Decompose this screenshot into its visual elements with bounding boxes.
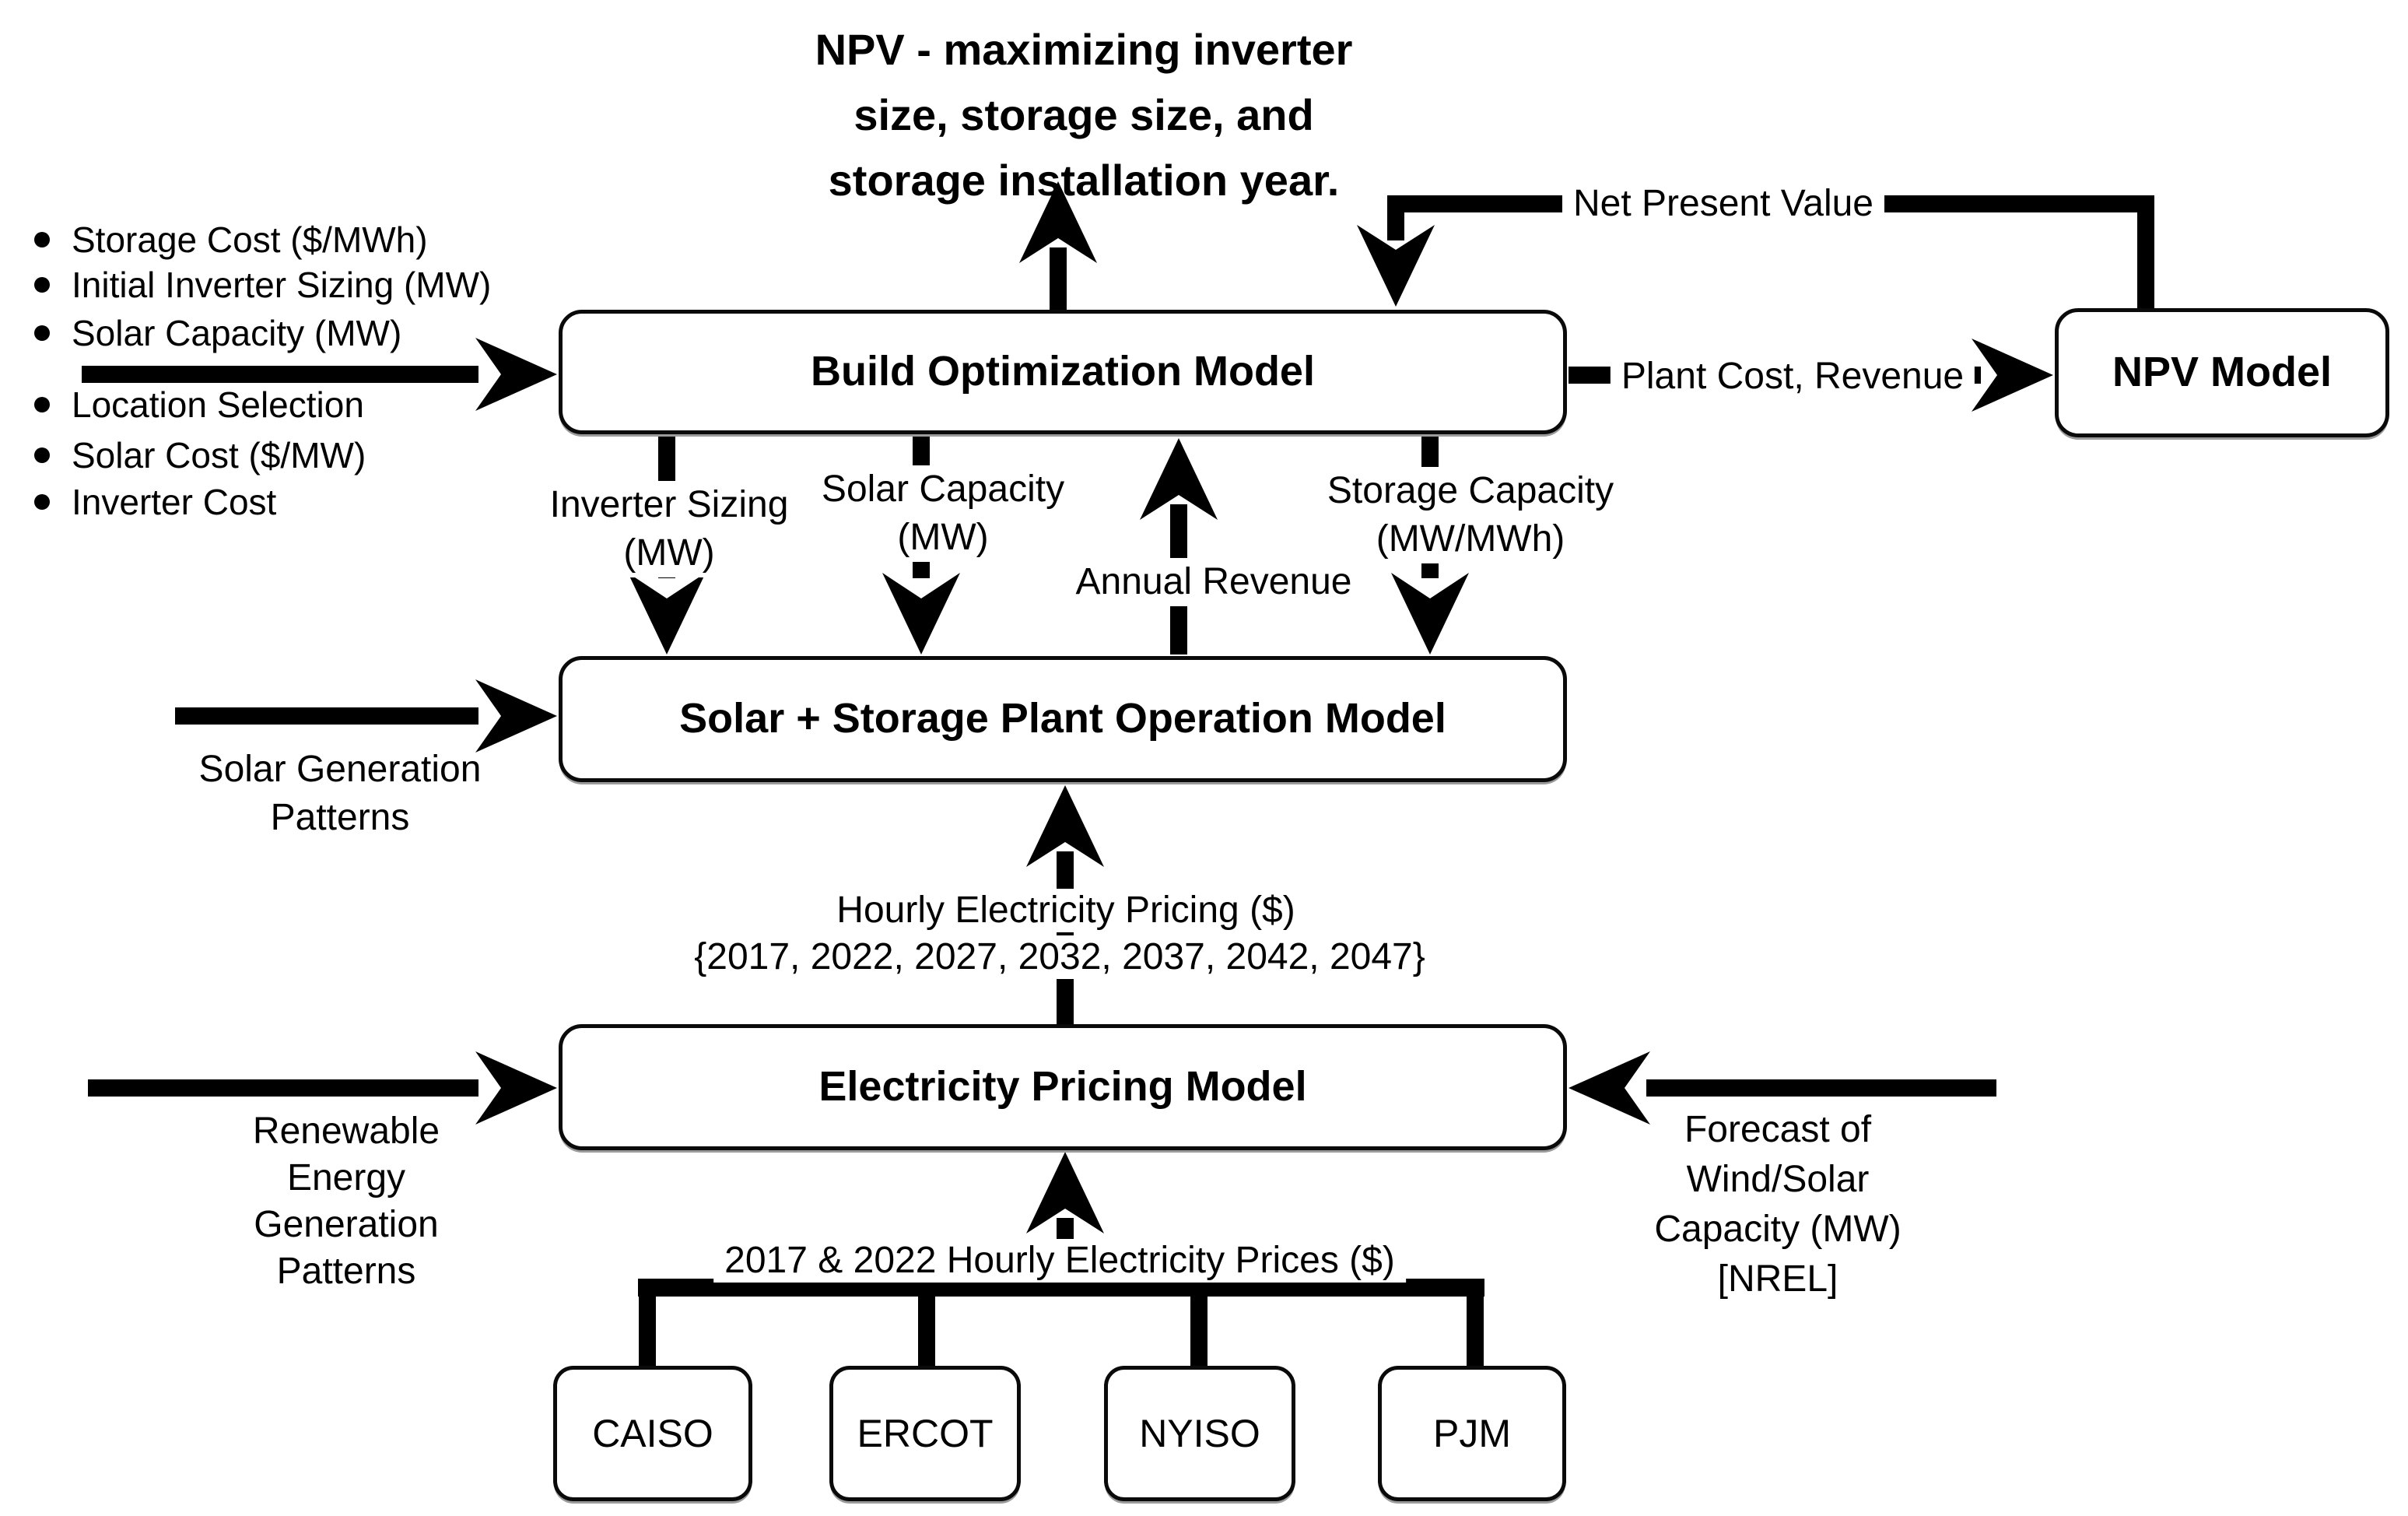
edge-label-renewable-patterns: Renewable Energy Generation Patterns bbox=[252, 1111, 440, 1292]
edge-label-solar-generation: Solar Generation Patterns bbox=[198, 749, 482, 838]
node-electricity-pricing-model: Electricity Pricing Model bbox=[559, 1024, 1567, 1150]
edge-label-forecast-nrel: Forecast of Wind/Solar Capacity (MW) [NR… bbox=[1654, 1109, 1902, 1300]
edge-label-hourly-pricing: Hourly Electricity Pricing ($) bbox=[825, 889, 1306, 932]
edge-label-plant-cost-revenue: Plant Cost, Revenue bbox=[1610, 355, 1975, 398]
node-iso-nyiso: NYISO bbox=[1104, 1366, 1295, 1501]
input-bullet-solar-capacity: Solar Capacity (MW) bbox=[34, 310, 401, 356]
bullet-label: Initial Inverter Sizing (MW) bbox=[72, 265, 492, 305]
nyiso-label: NYISO bbox=[1139, 1412, 1260, 1455]
edge-label-inverter-sizing: Inverter Sizing (MW) bbox=[538, 481, 800, 577]
edge-label-pricing-years: {2017, 2022, 2027, 2032, 2037, 2042, 204… bbox=[683, 935, 1436, 979]
arrow-forecast-to-pricing-icon bbox=[1569, 1051, 1996, 1125]
edge-label-storage-capacity: Storage Capacity (MW/MWh) bbox=[1316, 467, 1625, 563]
pricing-model-title: Electricity Pricing Model bbox=[818, 1063, 1307, 1111]
bullet-icon bbox=[34, 277, 50, 293]
arrow-up-build-to-objective-icon bbox=[1019, 181, 1097, 311]
bullet-label: Solar Capacity (MW) bbox=[72, 313, 402, 353]
input-bullet-inverter-cost: Inverter Cost bbox=[34, 479, 276, 525]
bullet-icon bbox=[34, 447, 50, 463]
node-plant-operation-model: Solar + Storage Plant Operation Model bbox=[559, 656, 1567, 782]
node-iso-ercot: ERCOT bbox=[829, 1366, 1021, 1501]
npv-model-title: NPV Model bbox=[2112, 349, 2333, 396]
bullet-label: Storage Cost ($/MWh) bbox=[72, 219, 428, 260]
bullet-icon bbox=[34, 494, 50, 510]
bullet-icon bbox=[34, 325, 50, 341]
node-npv-model: NPV Model bbox=[2055, 308, 2389, 437]
bullet-label: Inverter Cost bbox=[72, 482, 277, 522]
arrow-up-annual-revenue-icon bbox=[1140, 438, 1218, 654]
bullet-icon bbox=[34, 232, 50, 247]
edge-label-historical-prices: 2017 & 2022 Hourly Electricity Prices ($… bbox=[713, 1239, 1406, 1283]
node-iso-caiso: CAISO bbox=[553, 1366, 752, 1501]
build-model-title: Build Optimization Model bbox=[811, 348, 1315, 395]
ercot-label: ERCOT bbox=[857, 1412, 994, 1455]
input-bullet-location: Location Selection bbox=[34, 381, 364, 428]
input-bullet-solar-cost: Solar Cost ($/MW) bbox=[34, 432, 366, 479]
arrow-inputs-to-build-icon bbox=[82, 338, 557, 411]
node-iso-pjm: PJM bbox=[1378, 1366, 1566, 1501]
node-build-optimization-model: Build Optimization Model bbox=[559, 310, 1567, 434]
input-bullet-initial-inverter: Initial Inverter Sizing (MW) bbox=[34, 261, 491, 308]
iso-bus-connector-icon bbox=[638, 1279, 1484, 1367]
edge-label-net-present-value: Net Present Value bbox=[1562, 182, 1884, 226]
pjm-label: PJM bbox=[1433, 1412, 1511, 1455]
input-bullet-storage-cost: Storage Cost ($/MWh) bbox=[34, 216, 428, 263]
arrow-solar-generation-icon bbox=[175, 679, 557, 753]
bullet-label: Solar Cost ($/MW) bbox=[72, 435, 366, 476]
bullet-label: Location Selection bbox=[72, 384, 364, 425]
edge-label-annual-revenue: Annual Revenue bbox=[1064, 558, 1363, 606]
operation-model-title: Solar + Storage Plant Operation Model bbox=[679, 695, 1446, 742]
caiso-label: CAISO bbox=[592, 1412, 713, 1455]
bullet-icon bbox=[34, 397, 50, 412]
objective-title: NPV - maximizing inverter size, storage … bbox=[815, 25, 1353, 205]
edge-label-solar-capacity: Solar Capacity (MW) bbox=[810, 465, 1076, 562]
arrow-renewable-patterns-icon bbox=[88, 1051, 557, 1125]
